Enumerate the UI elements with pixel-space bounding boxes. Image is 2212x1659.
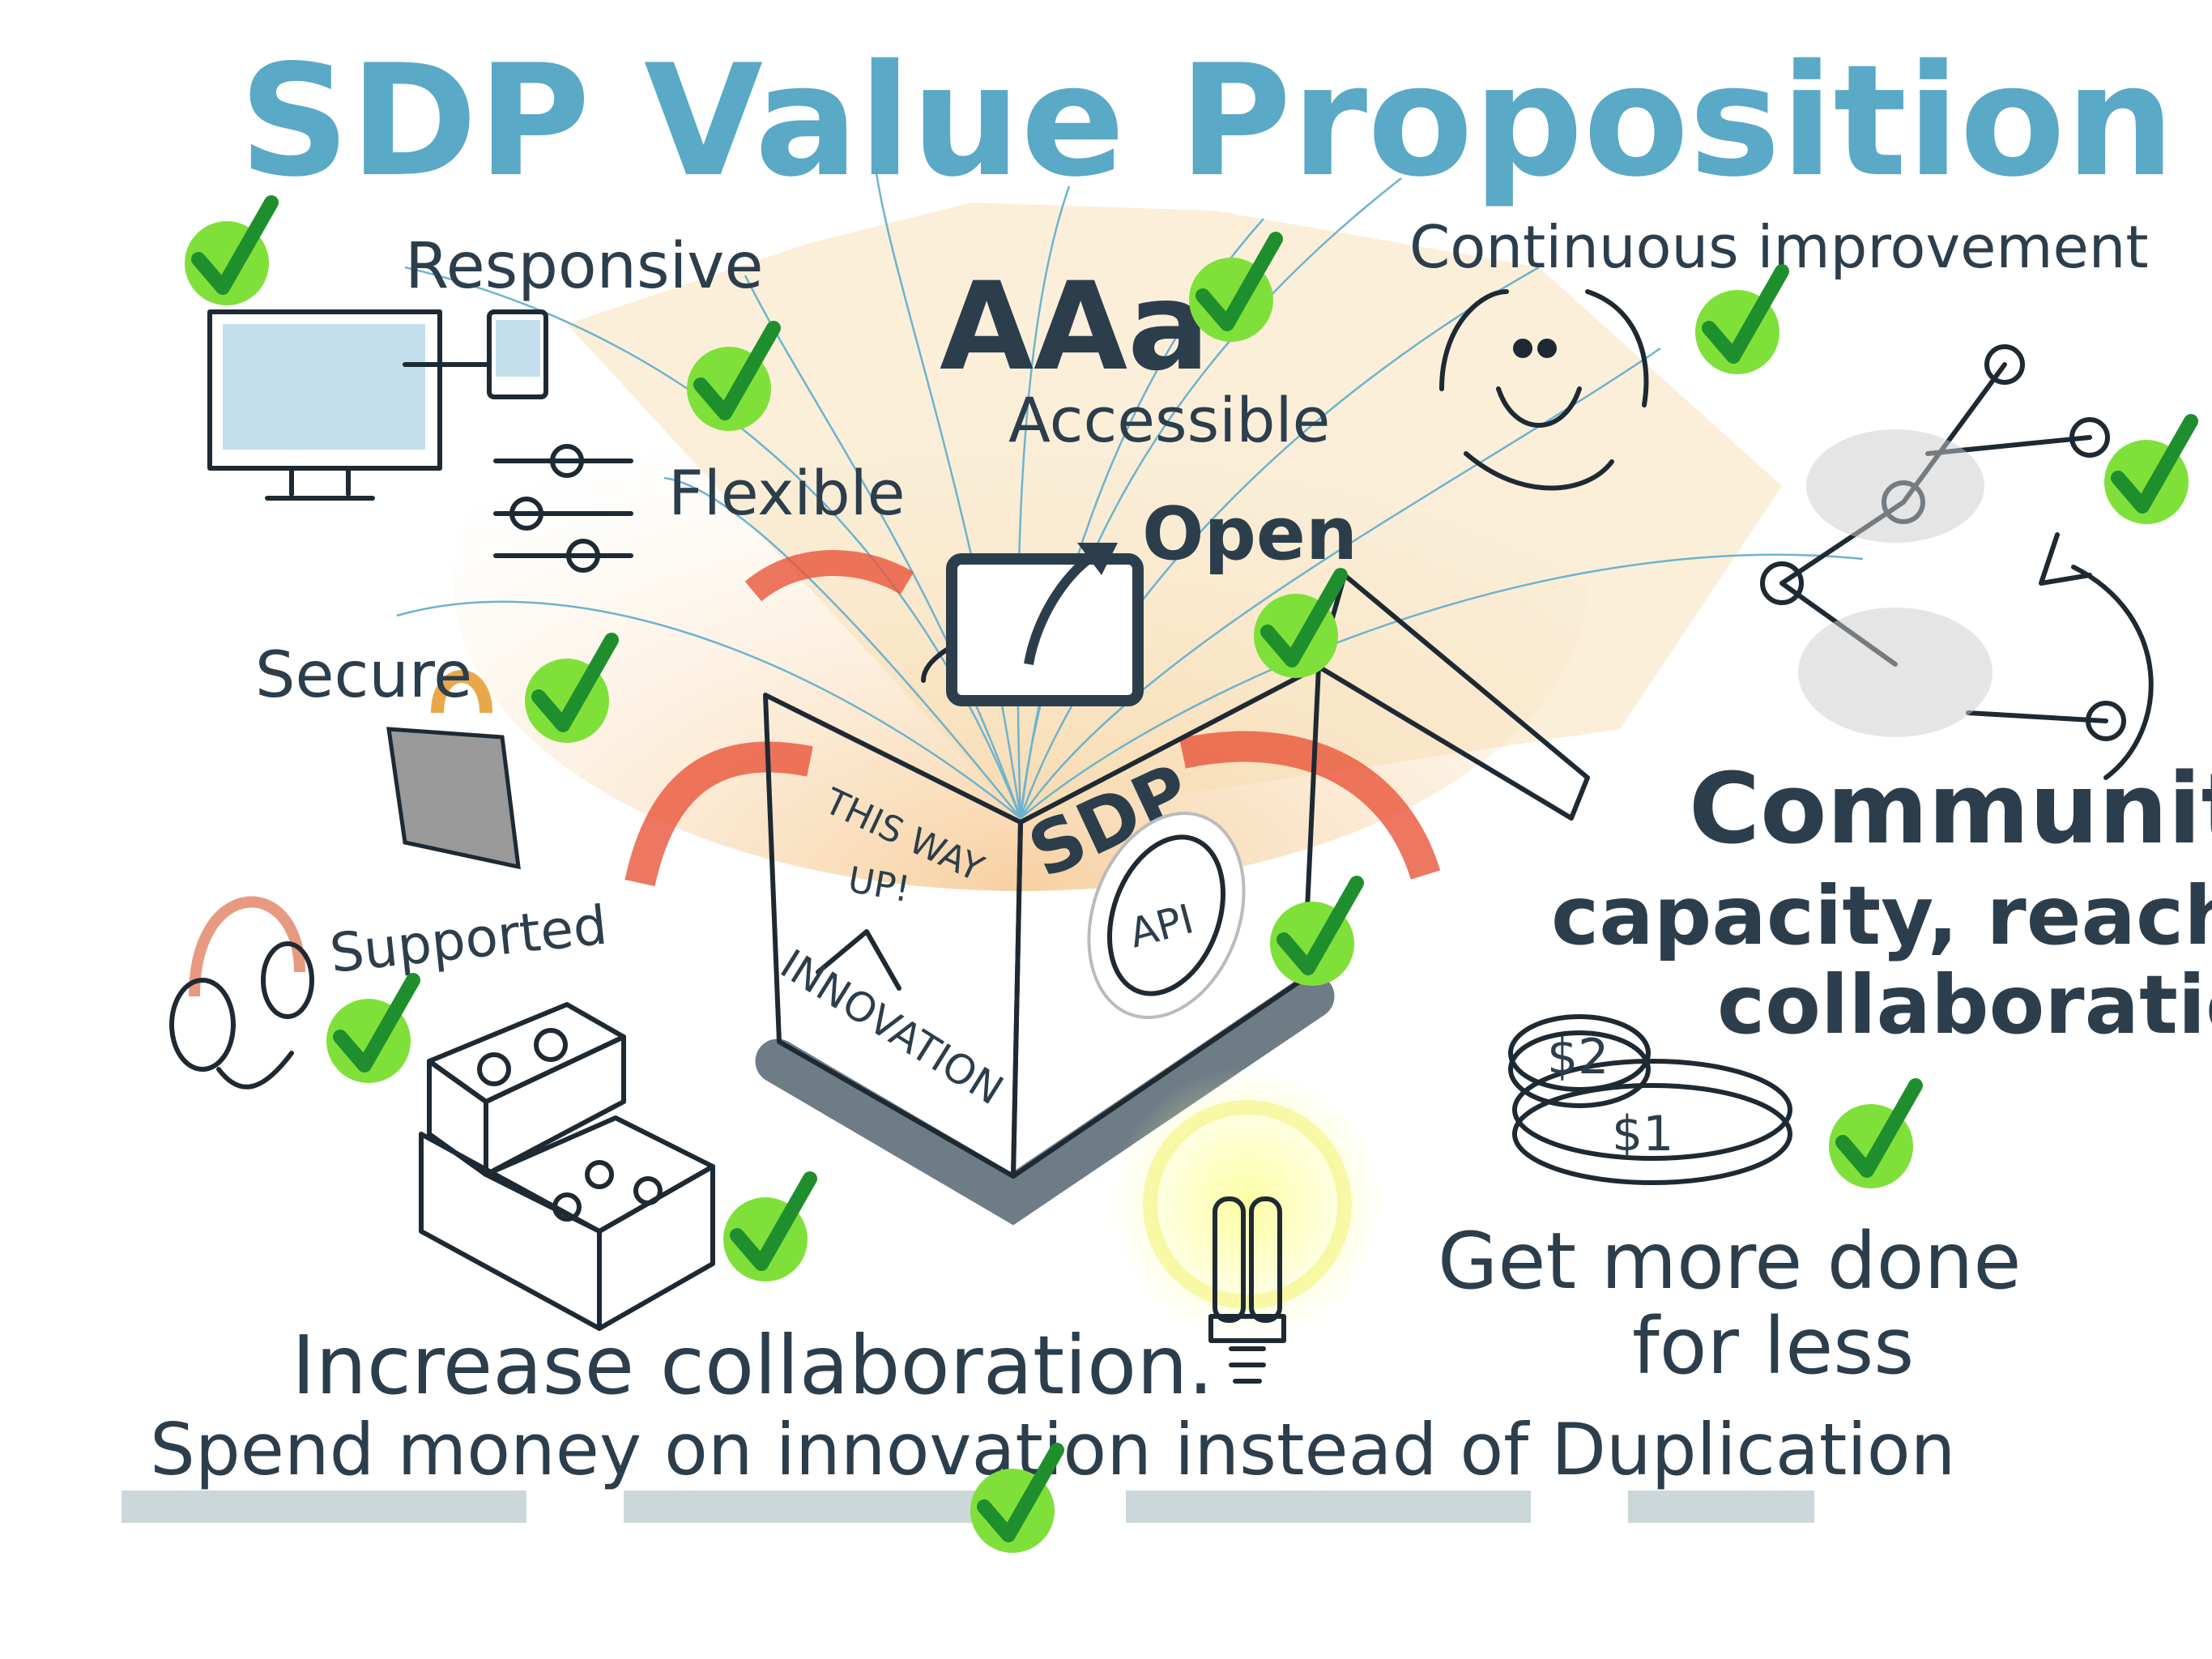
slider-icon: [493, 444, 633, 573]
coin-small-label: $1: [1612, 1106, 1673, 1162]
check-icon: [1695, 264, 1789, 374]
check-icon: [525, 633, 619, 743]
check-icon: [1829, 1078, 1923, 1188]
curved-arrow-icon: [2071, 565, 2154, 780]
monitor-icon: [207, 309, 442, 501]
label-accessible: Accessible: [1008, 384, 1330, 456]
gear-icon: [1087, 812, 1246, 1019]
coins-icon: [1508, 1014, 1792, 1185]
label-secure: Secure: [255, 639, 472, 712]
label-collaboration: collaboration: [1717, 957, 2212, 1052]
check-icon: [1189, 232, 1283, 342]
label-community: Community: [1689, 753, 2212, 866]
label-open: Open: [1142, 492, 1357, 577]
check-icon: [1270, 876, 1364, 986]
check-icon: [2104, 414, 2198, 524]
phone-icon: [403, 309, 548, 399]
label-for-less: for less: [1632, 1301, 1914, 1392]
coin-big-label: $2: [1547, 1029, 1609, 1085]
open-screen-icon: [946, 543, 1144, 706]
check-icon: [326, 973, 420, 1083]
label-get-more-done: Get more done: [1438, 1216, 2021, 1307]
label-flexible: Flexible: [668, 457, 905, 529]
label-responsive: Responsive: [405, 230, 763, 303]
check-icon: [723, 1171, 817, 1282]
lightbulb-icon: [1110, 1067, 1385, 1384]
lego-bricks-icon: [419, 1002, 715, 1331]
check-icon: [1254, 568, 1348, 678]
headphones-icon: [169, 896, 314, 1090]
label-increase-collaboration: Increase collaboration.: [292, 1318, 1213, 1413]
check-icon: [970, 1443, 1064, 1553]
page-title: SDP Value Proposition: [239, 32, 2175, 211]
check-icon: [687, 321, 781, 431]
checkmarks: [185, 195, 2198, 1553]
up-arrow-icon: [816, 929, 901, 991]
network-people-icon: [1760, 344, 2126, 741]
label-supported: Supported: [327, 893, 611, 984]
open-box-icon: [624, 550, 1590, 1226]
label-aaa: AAa: [940, 257, 1209, 398]
shopping-bag-icon: [386, 670, 521, 870]
smiley-cycle-icon: [1439, 289, 1649, 491]
label-capacity: capacity, reach +: [1551, 868, 2212, 963]
check-icon: [185, 195, 279, 305]
